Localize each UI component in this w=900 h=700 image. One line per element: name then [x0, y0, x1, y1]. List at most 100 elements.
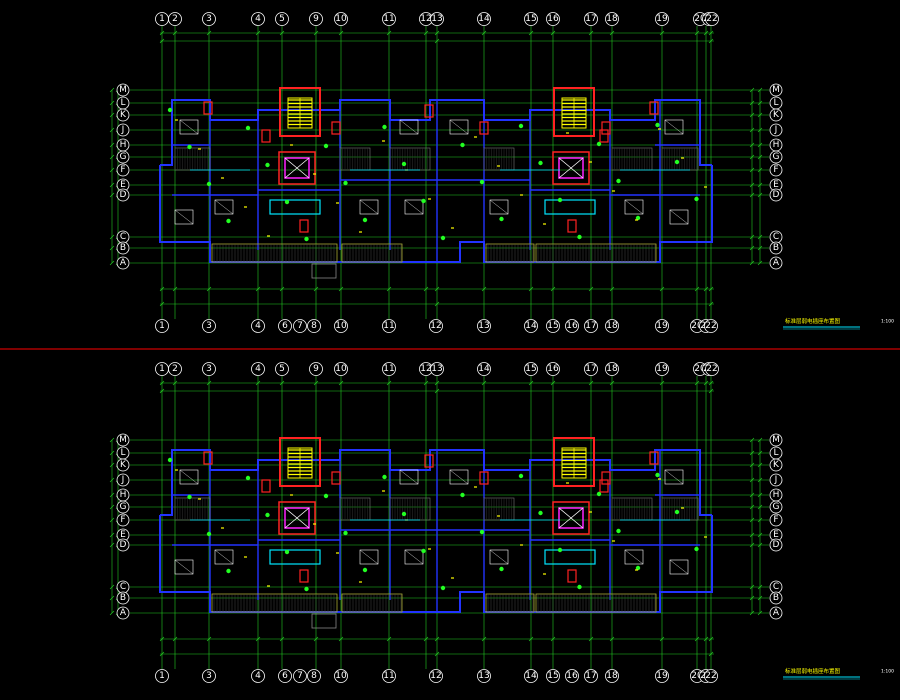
- grid-bubble: [116, 83, 130, 97]
- grid-label-right: G: [773, 502, 780, 512]
- grid-bubble: [769, 188, 783, 202]
- grid-bubble: [334, 12, 348, 26]
- balcony: [485, 593, 535, 613]
- grid-label-right: D: [773, 540, 780, 550]
- tiled-area: [661, 497, 699, 521]
- grid-bubble: [769, 500, 783, 514]
- dimension-tick: [749, 100, 755, 106]
- dimension-tick: [279, 30, 285, 36]
- dimension-tick: [757, 462, 763, 468]
- lobby-outline: [269, 549, 321, 565]
- outlet-symbol: [440, 585, 446, 591]
- dimension-tick: [749, 142, 755, 148]
- elevator-car: [558, 507, 584, 529]
- grid-bubble: [202, 669, 216, 683]
- furniture-symbol: [664, 119, 684, 135]
- grid-label-right: M: [772, 85, 780, 95]
- dimension-tick: [757, 100, 763, 106]
- dimension-tick: [609, 30, 615, 36]
- furniture-symbol: [404, 199, 424, 215]
- dimension-tick: [313, 636, 319, 642]
- dimension-tick: [159, 651, 165, 657]
- dimension-tick: [757, 504, 763, 510]
- balcony: [211, 243, 338, 263]
- grid-label-left: J: [121, 475, 125, 485]
- grid-label-right: J: [774, 475, 778, 485]
- grid-label-left: L: [120, 98, 125, 108]
- furniture-symbol: [399, 469, 419, 485]
- dimension-tick: [757, 450, 763, 456]
- dimension-tick: [434, 388, 440, 394]
- grid-label-bottom: 19: [656, 671, 668, 681]
- grid-label-bottom: 7: [297, 321, 303, 331]
- furniture-symbol-line: [179, 119, 199, 135]
- grid-bubble: [605, 669, 619, 683]
- grid-label-top: 22: [706, 364, 717, 374]
- grid-bubble: [275, 362, 289, 376]
- dimension-tick: [434, 301, 440, 307]
- outlet-symbol: [596, 141, 602, 147]
- grid-bubble: [655, 669, 669, 683]
- dimension-tick: [255, 286, 261, 292]
- dimension-tick: [749, 127, 755, 133]
- grid-label-bottom: 16: [566, 321, 578, 331]
- grid-label-top: 19: [656, 364, 668, 374]
- dimension-tick: [206, 286, 212, 292]
- furniture-symbol: [669, 559, 689, 575]
- grid-label-top: 2: [172, 14, 178, 24]
- furniture-symbol: [449, 119, 469, 135]
- furniture-symbol: [359, 199, 379, 215]
- dimension-tick: [109, 532, 115, 538]
- grid-label-bottom: 15: [547, 321, 558, 331]
- dimension-tick: [749, 192, 755, 198]
- grid-label-left: J: [121, 125, 125, 135]
- grid-label-left: B: [120, 593, 126, 603]
- dimension-tick: [109, 234, 115, 240]
- dimension-tick: [749, 87, 755, 93]
- elevator-car: [284, 507, 310, 529]
- dimension-tick: [481, 636, 487, 642]
- grid-bubble: [769, 458, 783, 472]
- dimension-tick: [757, 142, 763, 148]
- grid-label-right: J: [774, 125, 778, 135]
- outlet-symbol: [635, 215, 641, 221]
- grid-label-right: F: [773, 515, 778, 525]
- grid-label-left: F: [120, 515, 125, 525]
- stair-core-wall: [279, 437, 321, 487]
- entrance-canopy: [311, 613, 337, 629]
- dimension-tick: [109, 504, 115, 510]
- grid-bubble: [307, 669, 321, 683]
- outlet-symbol: [518, 473, 524, 479]
- grid-label-bottom: 22: [705, 671, 716, 681]
- outlet-symbol: [499, 566, 504, 572]
- grid-bubble: [168, 362, 182, 376]
- outlet-symbol: [206, 531, 212, 537]
- dimension-tick: [550, 286, 556, 292]
- grid-label-top: 16: [547, 14, 559, 24]
- dimension-tick: [708, 651, 714, 657]
- furniture-symbol-line: [174, 559, 194, 575]
- dimension-tick: [659, 30, 665, 36]
- door-frame: [649, 101, 659, 115]
- outlet-symbol: [577, 234, 582, 240]
- dimension-tick: [109, 245, 115, 251]
- grid-label-bottom: 17: [585, 321, 596, 331]
- drawing-scale: 1:100: [881, 319, 894, 325]
- dimension-tick: [255, 380, 261, 386]
- dimension-tick: [172, 636, 178, 642]
- dimension-tick: [109, 182, 115, 188]
- grid-label-left: E: [120, 530, 126, 540]
- grid-label-right: L: [773, 98, 778, 108]
- dimension-tick: [609, 286, 615, 292]
- grid-label-top: 12: [420, 14, 431, 24]
- grid-label-bottom: 20: [691, 671, 703, 681]
- grid-bubble: [769, 433, 783, 447]
- outlet-symbol: [538, 510, 543, 516]
- grid-label-top: 20: [694, 14, 706, 24]
- grid-label-top: 2: [172, 364, 178, 374]
- outlet-symbol: [616, 178, 621, 184]
- grid-label-left: A: [120, 258, 127, 268]
- grid-bubble: [769, 538, 783, 552]
- dimension-tick: [588, 286, 594, 292]
